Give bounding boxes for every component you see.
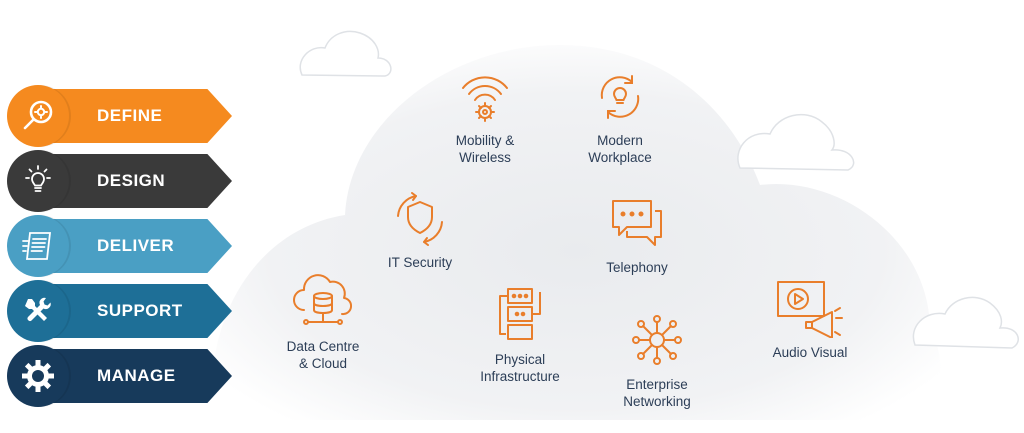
service-it-security[interactable]: IT Security [365, 190, 475, 271]
lightbulb-icon [25, 165, 51, 192]
stage-design[interactable]: DESIGN [7, 150, 232, 212]
service-label: Audio Visual [772, 345, 848, 360]
gear-icon [22, 360, 54, 392]
stage-label: SUPPORT [97, 301, 183, 320]
lightbulb-cycle-icon [600, 75, 640, 119]
magnifier-gear-icon [23, 100, 53, 130]
service-audio-visual[interactable]: Audio Visual [755, 278, 865, 361]
service-mobility-wireless[interactable]: Mobility &Wireless [430, 68, 540, 166]
wireless-gear-icon [462, 76, 508, 122]
service-label: Telephony [606, 260, 668, 275]
stage-label: DEFINE [97, 106, 163, 125]
chat-bubbles-icon [612, 200, 662, 246]
server-rack-icon [499, 288, 541, 340]
shield-refresh-icon [397, 192, 443, 246]
stage-define[interactable]: DEFINE [7, 85, 232, 147]
stage-label: DESIGN [97, 171, 166, 190]
wrench-screwdriver-icon [25, 297, 51, 321]
stage-support[interactable]: SUPPORT [7, 280, 232, 342]
stage-icon-circle [7, 345, 69, 407]
service-telephony[interactable]: Telephony [582, 195, 692, 276]
stage-manage[interactable]: MANAGE [7, 345, 232, 407]
cloud-database-icon [293, 274, 353, 325]
stage-label: MANAGE [97, 366, 176, 385]
service-label: Data Centre& Cloud [286, 339, 360, 371]
screen-megaphone-icon [777, 281, 843, 338]
small-cloud-outlines [299, 30, 1019, 349]
stage-icon-circle [7, 85, 69, 147]
checklist-document-icon [22, 232, 52, 260]
stage-deliver[interactable]: DELIVER [7, 215, 232, 277]
stage-icon-circle [7, 215, 69, 277]
service-data-centre-cloud[interactable]: Data Centre& Cloud [268, 270, 378, 372]
stage-label: DELIVER [97, 236, 175, 255]
service-label: Mobility &Wireless [455, 133, 515, 165]
stage-icon-circle [7, 280, 69, 342]
large-cloud-shape [212, 45, 941, 420]
service-label: IT Security [387, 255, 453, 270]
stage-icon-circle [7, 150, 69, 212]
network-hub-icon [632, 315, 682, 365]
